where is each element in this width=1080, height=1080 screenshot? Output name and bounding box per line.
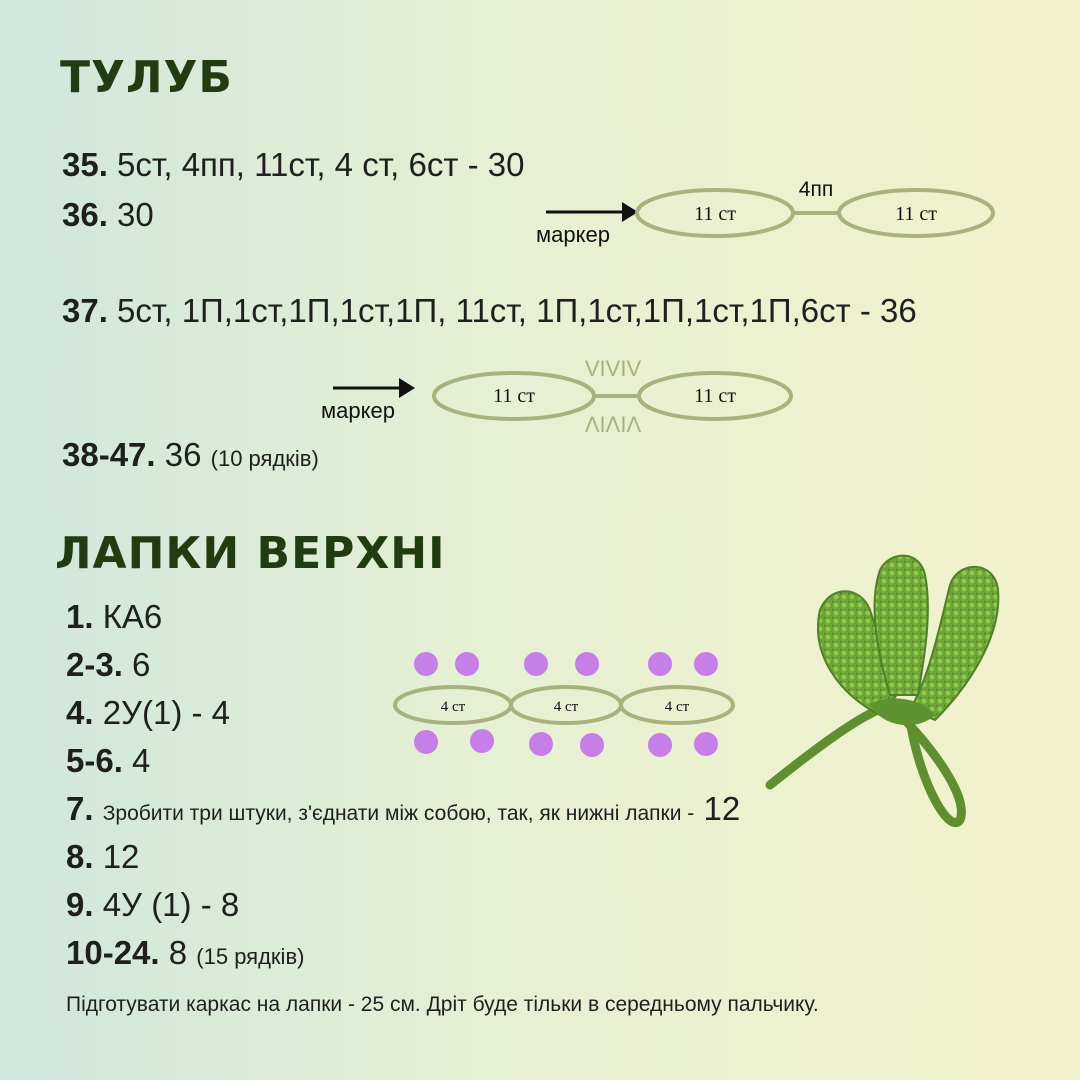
pattern-row-4: 4. 2У(1) - 4: [66, 694, 230, 732]
pattern-row-8: 8. 12: [66, 838, 139, 876]
ellipse-right-label: 11 ст: [895, 203, 937, 225]
ellipse-right: [837, 188, 995, 238]
section-title-body: ТУЛУБ: [60, 52, 233, 103]
marker-arrow-head: [622, 202, 638, 222]
wire-frame-note: Підготувати каркас на лапки - 25 см. Дрі…: [66, 993, 819, 1016]
row-text: 30: [117, 196, 154, 233]
paw-ellipse-1-label: 4 ст: [441, 699, 466, 715]
row-number: 38-47.: [62, 436, 156, 473]
stitch-diagram-2: маркер 11 ст VIVIV ΛIΛIΛ 11 ст: [321, 356, 793, 437]
pattern-row-7: 7. Зробити три штуки, з'єднати між собою…: [66, 790, 740, 828]
ellipse-right-label: 11 ст: [694, 385, 736, 407]
marker-label: маркер: [321, 398, 395, 423]
row-count: 12: [703, 790, 741, 827]
row-extra: (15 рядків): [196, 944, 305, 969]
pattern-row-37: 37. 5ст, 1П,1ст,1П,1ст,1П, 11ст, 1П,1ст,…: [62, 292, 917, 330]
ellipse-right: [637, 371, 793, 421]
row-text: 4: [132, 742, 151, 779]
row-text: Зробити три штуки, з'єднати між собою, т…: [102, 802, 695, 825]
row-text: КА6: [102, 598, 163, 635]
row-number: 7.: [66, 790, 94, 827]
pattern-row-35: 35. 5ст, 4пп, 11ст, 4 ст, 6ст - 30: [62, 146, 525, 184]
increase-marks: VIVIV: [585, 356, 642, 381]
pattern-row-36: 36. 30: [62, 196, 154, 234]
row-number: 1.: [66, 598, 94, 635]
row-number: 4.: [66, 694, 94, 731]
row-text: 12: [102, 838, 140, 875]
row-text: 8: [168, 934, 188, 971]
stitch-diagram-1: маркер 11 ст 4пп 11 ст: [536, 178, 995, 247]
row-text: 4У (1) - 8: [102, 886, 240, 923]
row-number: 35.: [62, 146, 108, 183]
row-number: 2-3.: [66, 646, 123, 683]
row-number: 9.: [66, 886, 94, 923]
row-number: 37.: [62, 292, 108, 329]
marker-arrow-head: [399, 378, 415, 398]
row-number: 8.: [66, 838, 94, 875]
crocheted-paw-image: [765, 554, 1000, 827]
row-extra: (10 рядків): [210, 446, 319, 471]
row-number: 10-24.: [66, 934, 160, 971]
row-text: 5ст, 4пп, 11ст, 4 ст, 6ст - 30: [117, 146, 525, 183]
paw-stitch-diagram: 4 ст 4 ст 4 ст: [393, 652, 735, 757]
row-text: 2У(1) - 4: [102, 694, 231, 731]
connector-label: 4пп: [799, 178, 833, 201]
pattern-row-2-3: 2-3. 6: [66, 646, 150, 684]
pattern-row-9: 9. 4У (1) - 8: [66, 886, 239, 924]
row-text: 5ст, 1П,1ст,1П,1ст,1П, 11ст, 1П,1ст,1П,1…: [117, 292, 917, 329]
ellipse-left-label: 11 ст: [493, 385, 535, 407]
row-text: 6: [132, 646, 151, 683]
pattern-row-38-47: 38-47. 36 (10 рядків): [62, 436, 319, 474]
paw-ellipse-2-label: 4 ст: [554, 699, 579, 715]
pattern-row-5-6: 5-6. 4: [66, 742, 150, 780]
marker-label: маркер: [536, 222, 610, 247]
row-number: 5-6.: [66, 742, 123, 779]
pattern-row-1: 1. КА6: [66, 598, 162, 636]
pattern-row-10-24: 10-24. 8 (15 рядків): [66, 934, 304, 972]
paw-ellipse-3: [619, 685, 735, 725]
decrease-marks: ΛIΛIΛ: [585, 412, 642, 437]
paw-ellipse-3-label: 4 ст: [665, 699, 690, 715]
section-title-paws: ЛАПКИ ВЕРХНІ: [55, 528, 446, 579]
increase-dots-bottom: [414, 729, 718, 757]
row-text: 36: [164, 436, 202, 473]
row-number: 36.: [62, 196, 108, 233]
increase-dots-top: [414, 652, 718, 676]
ellipse-left-label: 11 ст: [694, 203, 736, 225]
